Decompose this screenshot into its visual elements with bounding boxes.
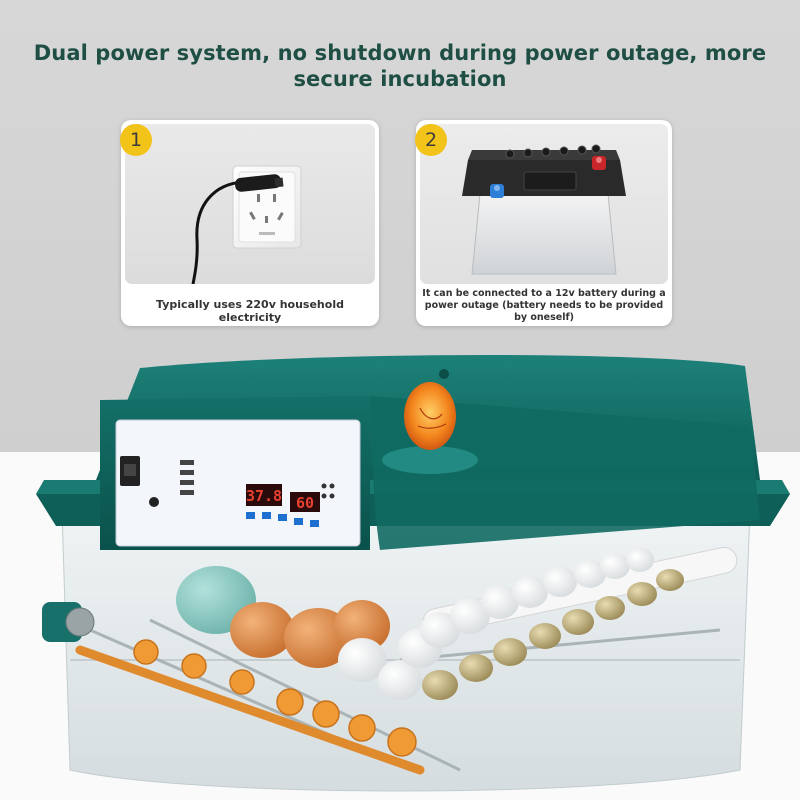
socket-photo: [125, 124, 375, 284]
step-badge-2: 2: [415, 124, 447, 156]
incubator-illustration: 37.8 60: [36, 354, 790, 792]
temperature-display: 37.8: [246, 487, 282, 505]
headline: Dual power system, no shutdown during po…: [33, 41, 767, 91]
power-card-battery: It can be connected to a 12v battery dur…: [416, 120, 672, 326]
step-badge-1: 1: [120, 124, 152, 156]
humidity-display: 60: [296, 494, 314, 512]
power-card-household: Typically uses 220v household electricit…: [121, 120, 379, 326]
wall-socket-icon: [191, 165, 302, 284]
card-2-caption: It can be connected to a 12v battery dur…: [422, 288, 666, 323]
car-battery-icon: [462, 144, 626, 275]
card-1-caption: Typically uses 220v household electricit…: [156, 298, 344, 324]
battery-photo: [420, 124, 668, 284]
